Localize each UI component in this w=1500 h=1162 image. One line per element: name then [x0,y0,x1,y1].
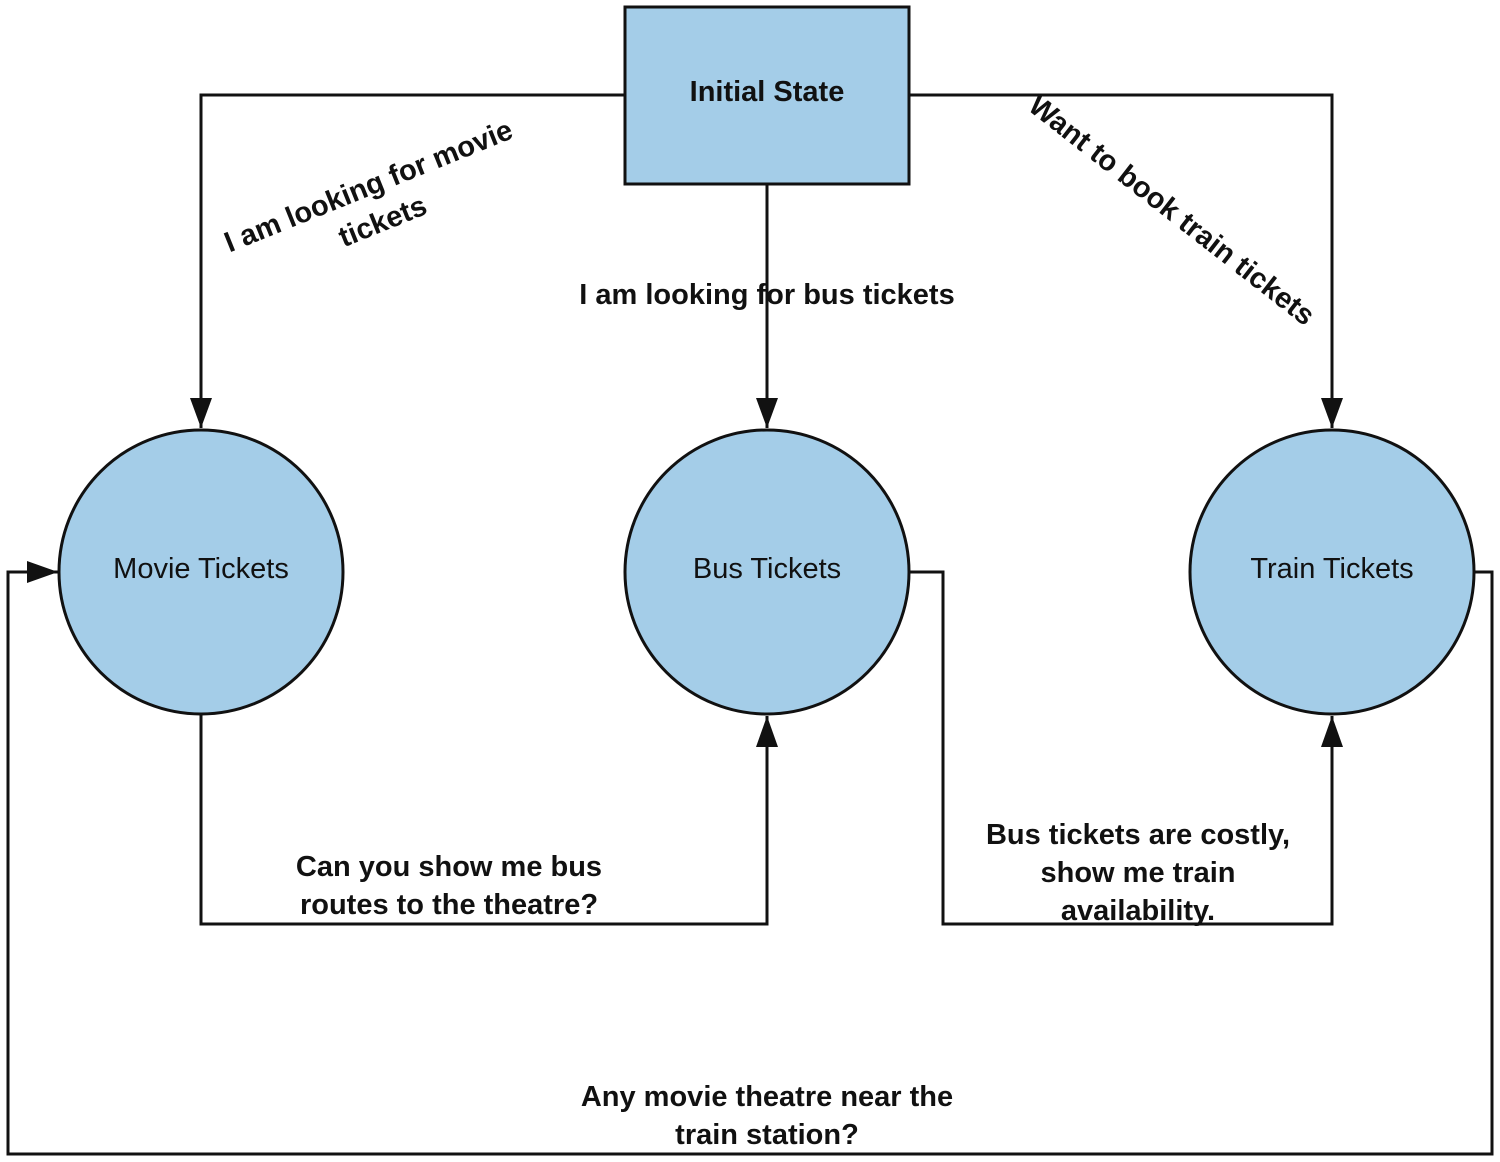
edge-label-to-train: Want to book train tickets [1022,89,1320,332]
arrowhead-to-train [1321,398,1343,428]
edge-label-train-to-movie-line-1: Any movie theatre near the [581,1081,953,1113]
edge-label-movie-to-bus-line-1: Can you show me bus [296,851,602,883]
edge-initial-to-train [909,93,1334,428]
train-tickets-label: Train Tickets [1250,553,1413,585]
arrowhead-to-bus [756,398,778,428]
edge-label-movie-to-bus-line-2: routes to the theatre? [300,889,598,921]
edge-initial-to-movie [199,93,625,428]
edge-label-bus-to-train-line-2: show me train [1041,857,1236,889]
edge-movie-to-bus [199,713,769,926]
arrowhead-to-movie [190,398,212,428]
edge-label-to-movie: I am looking for movie tickets [220,114,517,259]
bus-tickets-node [623,428,911,716]
edge-label-to-bus: I am looking for bus tickets [579,279,954,311]
train-tickets-node [1188,428,1476,716]
initial-state-label: Initial State [690,76,845,108]
movie-tickets-node [57,428,345,716]
edge-train-to-movie [6,570,1494,1156]
edge-label-bus-to-train-line-3: availability. [1061,895,1215,927]
bus-tickets-label: Bus Tickets [693,553,841,585]
arrowhead-bus-to-train [1321,716,1343,747]
initial-state-box [623,5,911,186]
edge-label-bus-to-train-line-1: Bus tickets are costly, [986,819,1290,851]
arrowhead-train-to-movie [27,561,58,583]
edge-label-train-to-movie-line-2: train station? [675,1119,859,1151]
movie-tickets-label: Movie Tickets [113,553,289,585]
arrowhead-movie-to-bus [756,716,778,747]
edge-bus-to-train [909,570,1334,926]
